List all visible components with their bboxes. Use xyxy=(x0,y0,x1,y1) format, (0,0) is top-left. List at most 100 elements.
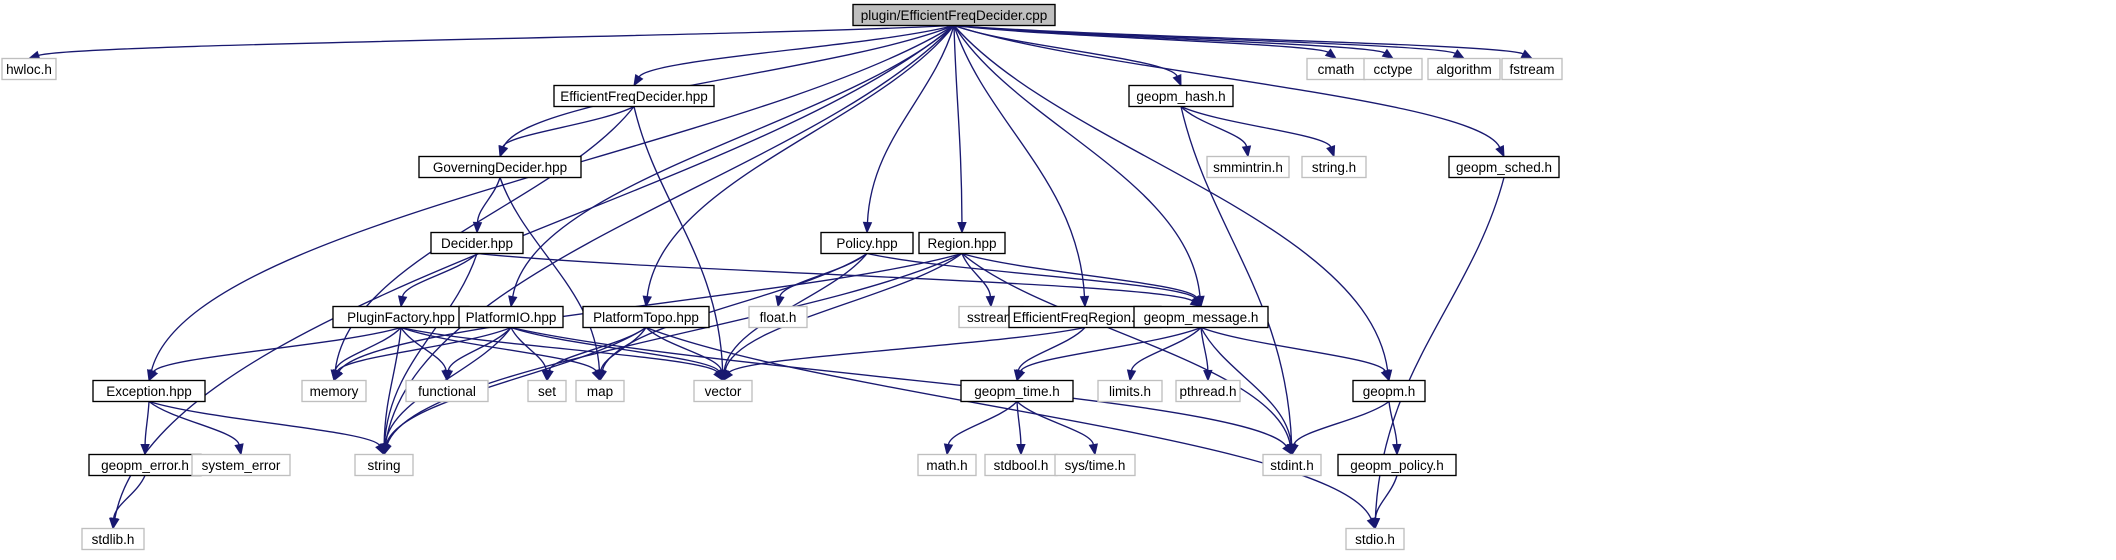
node-label: geopm_message.h xyxy=(1144,310,1259,325)
edge-line xyxy=(383,327,402,445)
node-vector[interactable]: vector xyxy=(693,379,753,403)
node-label: PluginFactory.hpp xyxy=(347,310,455,325)
node-geopm-policy[interactable]: geopm_policy.h xyxy=(1337,453,1457,477)
node-pthread-h[interactable]: pthread.h xyxy=(1175,379,1241,403)
node-memory[interactable]: memory xyxy=(301,379,367,403)
node-label: geopm_hash.h xyxy=(1136,89,1225,104)
node-geopm-error[interactable]: geopm_error.h xyxy=(88,453,202,477)
edge-geopm-message-to-pthread-h xyxy=(1200,327,1213,382)
edge-line xyxy=(400,326,597,372)
arrowhead xyxy=(1079,295,1090,308)
node-functional[interactable]: functional xyxy=(405,379,489,403)
arrowhead xyxy=(544,369,554,382)
node-decider[interactable]: Decider.hpp xyxy=(430,231,524,255)
edge-line xyxy=(645,327,723,371)
edge-line xyxy=(1374,475,1398,519)
node-label: set xyxy=(538,384,556,399)
edge-policy-to-geopm-message xyxy=(866,252,1202,308)
edge-line xyxy=(1180,105,1332,148)
node-policy[interactable]: Policy.hpp xyxy=(820,231,914,255)
arrowhead xyxy=(957,221,967,234)
edge-root-to-hwloc xyxy=(27,24,955,60)
node-box xyxy=(405,379,489,403)
node-label: stdint.h xyxy=(1270,458,1314,473)
edge-root-to-region xyxy=(953,25,967,234)
node-algorithm[interactable]: algorithm xyxy=(1427,57,1501,81)
node-label: Exception.hpp xyxy=(106,384,192,399)
node-set[interactable]: set xyxy=(527,379,567,403)
node-system-error[interactable]: system_error xyxy=(191,453,291,477)
node-box xyxy=(527,379,567,403)
node-platformio[interactable]: PlatformIO.hpp xyxy=(458,305,564,329)
node-label: smmintrin.h xyxy=(1213,160,1283,175)
node-label: cmath xyxy=(1318,62,1355,77)
node-map[interactable]: map xyxy=(575,379,625,403)
edge-gov-to-decider xyxy=(472,177,501,234)
node-stdint-h[interactable]: stdint.h xyxy=(1262,453,1322,477)
arrowhead xyxy=(633,74,644,87)
edge-line xyxy=(866,252,1196,299)
node-efd-hpp[interactable]: EfficientFreqDecider.hpp xyxy=(553,84,715,108)
edge-geopm-message-to-geopm-time xyxy=(1016,326,1202,382)
node-geopm-hash[interactable]: geopm_hash.h xyxy=(1128,84,1234,108)
node-cctype[interactable]: cctype xyxy=(1363,57,1423,81)
node-label: math.h xyxy=(926,458,967,473)
arrowhead xyxy=(472,221,483,234)
edge-exception-to-geopm-error xyxy=(140,401,150,456)
node-sstream[interactable]: sstream xyxy=(958,305,1024,329)
edge-line xyxy=(144,401,150,445)
node-cmath[interactable]: cmath xyxy=(1306,57,1366,81)
node-string-h[interactable]: string.h xyxy=(1301,155,1367,179)
node-limits-h[interactable]: limits.h xyxy=(1097,379,1163,403)
node-box xyxy=(430,231,524,255)
edge-line xyxy=(953,25,1086,297)
node-gov[interactable]: GoverningDecider.hpp xyxy=(418,155,582,179)
node-geopm-message[interactable]: geopm_message.h xyxy=(1133,305,1269,329)
node-label: PlatformTopo.hpp xyxy=(593,310,699,325)
node-smmintrin[interactable]: smmintrin.h xyxy=(1206,155,1290,179)
node-root[interactable]: plugin/EfficientFreqDecider.cpp xyxy=(852,3,1056,27)
node-stdio-h[interactable]: stdio.h xyxy=(1345,527,1405,551)
node-region[interactable]: Region.hpp xyxy=(918,231,1006,255)
node-geopm-time[interactable]: geopm_time.h xyxy=(960,379,1074,403)
edge-line xyxy=(1016,401,1022,445)
edge-geopm-hash-to-string-h xyxy=(1180,105,1336,158)
node-stdbool-h[interactable]: stdbool.h xyxy=(984,453,1058,477)
node-label: GoverningDecider.hpp xyxy=(433,160,567,175)
node-math-h[interactable]: math.h xyxy=(917,453,977,477)
arrowhead xyxy=(1289,443,1299,456)
arrowhead xyxy=(596,369,606,382)
edge-line xyxy=(476,177,501,223)
node-box xyxy=(1054,453,1136,477)
edge-platformio-to-memory xyxy=(333,326,512,382)
node-platformtopo[interactable]: PlatformTopo.hpp xyxy=(582,305,710,329)
node-fstream[interactable]: fstream xyxy=(1501,57,1563,81)
node-box xyxy=(1448,155,1560,179)
node-float-h[interactable]: float.h xyxy=(748,305,808,329)
node-string[interactable]: string xyxy=(354,453,414,477)
node-label: limits.h xyxy=(1109,384,1151,399)
node-exception[interactable]: Exception.hpp xyxy=(92,379,206,403)
edge-root-to-geopm-sched xyxy=(953,24,1505,158)
edge-geopm-hash-to-smmintrin xyxy=(1180,106,1252,158)
node-efr[interactable]: EfficientFreqRegion.hpp xyxy=(1008,305,1162,329)
node-pluginfactory[interactable]: PluginFactory.hpp xyxy=(332,305,470,329)
node-geopm-h[interactable]: geopm.h xyxy=(1352,379,1426,403)
node-systime-h[interactable]: sys/time.h xyxy=(1054,453,1136,477)
node-hwloc[interactable]: hwloc.h xyxy=(1,57,57,81)
edge-line xyxy=(947,401,1018,445)
arrowhead xyxy=(985,295,996,308)
arrowhead xyxy=(722,369,734,382)
edge-root-to-geopm-message xyxy=(953,25,1205,308)
edges-layer xyxy=(27,24,1534,530)
arrowhead xyxy=(943,443,954,456)
arrowhead xyxy=(1126,369,1137,382)
arrowhead xyxy=(862,221,873,234)
node-label: hwloc.h xyxy=(6,62,52,77)
node-label: functional xyxy=(418,384,476,399)
edge-geopm-time-to-math-h xyxy=(943,401,1018,456)
node-stdlib-h[interactable]: stdlib.h xyxy=(81,527,145,551)
node-geopm-sched[interactable]: geopm_sched.h xyxy=(1448,155,1560,179)
node-box xyxy=(918,231,1006,255)
edge-line xyxy=(724,252,963,371)
